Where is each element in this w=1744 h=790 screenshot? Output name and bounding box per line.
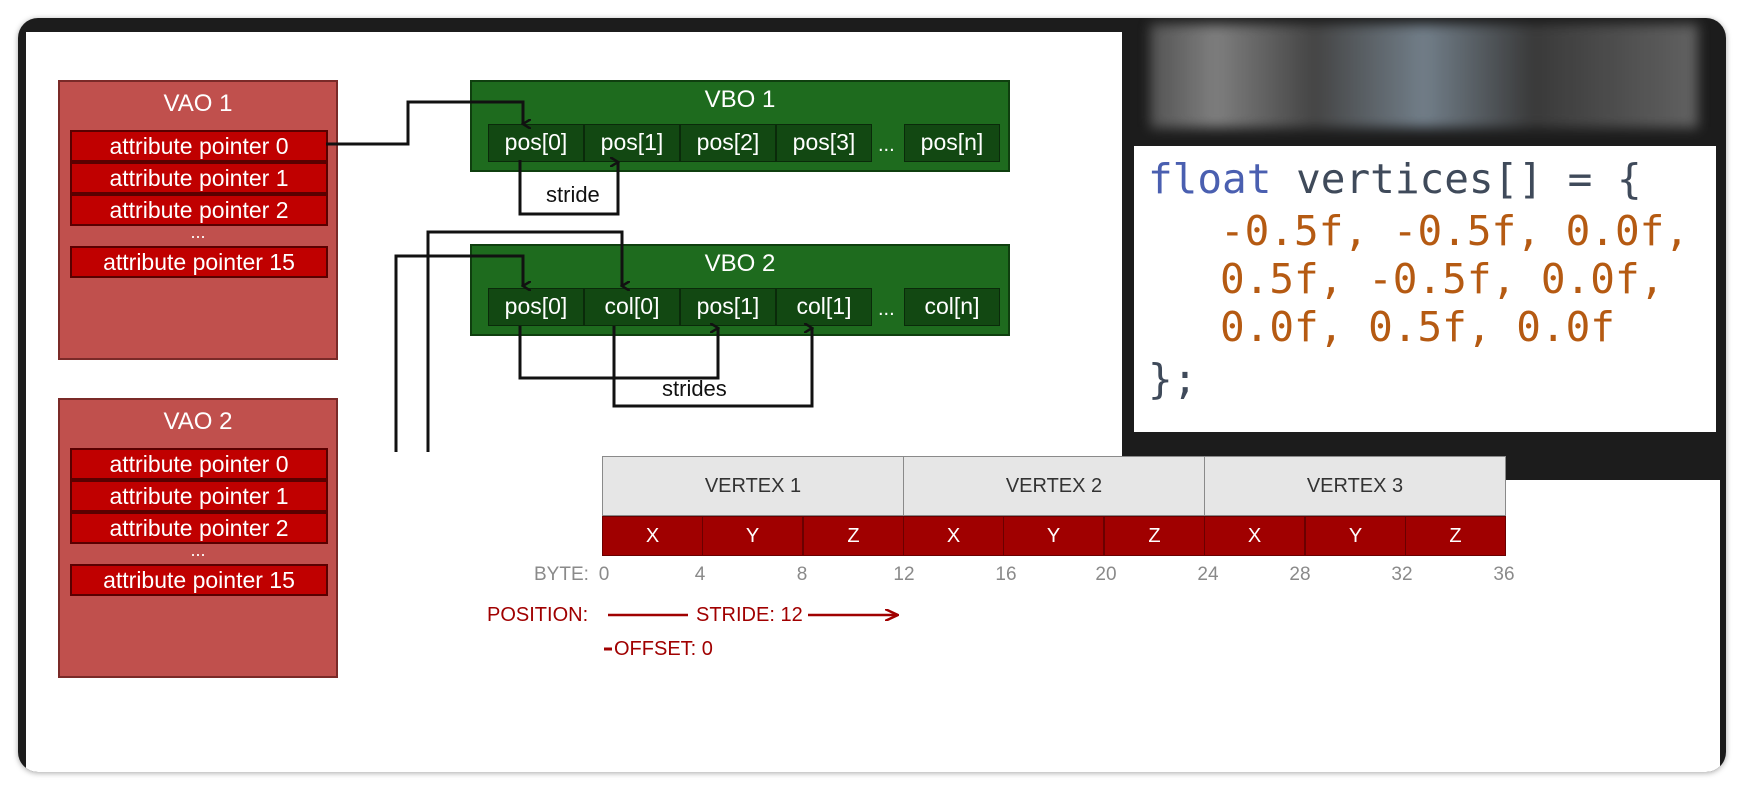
vbo-1-stride-label: stride (546, 182, 600, 207)
byte-tick: 8 (796, 564, 808, 585)
byte-tick: 24 (1197, 564, 1219, 585)
vbo1-stride-bracket (518, 160, 618, 216)
vertex-header: VERTEX 2 (903, 456, 1205, 516)
vbo-2-ellipsis: ... (878, 298, 895, 320)
vao-1-attr-0: attribute pointer 0 (70, 130, 328, 162)
vao2-attr0-to-vbo2-arrow (394, 254, 523, 452)
vao-2-title: VAO 2 (163, 408, 233, 435)
component-cell: X (602, 516, 703, 556)
vbo-1-box: VBO 1 pos[0] pos[1] pos[2] pos[3] ... po… (470, 80, 1010, 172)
code-snippet-panel: float vertices[] = { -0.5f, -0.5f, 0.0f,… (1134, 146, 1716, 432)
byte-tick: 20 (1095, 564, 1117, 585)
byte-tick: 28 (1289, 564, 1311, 585)
vbo2-stride-pos-bracket (518, 326, 718, 380)
byte-axis-label: BYTE: (534, 564, 589, 585)
code-line-3: 0.5f, -0.5f, 0.0f, (1220, 255, 1665, 303)
vbo-2-cell: col[n] (904, 288, 1000, 326)
component-cell: Z (1405, 516, 1506, 556)
position-label: POSITION: (487, 604, 589, 626)
component-cell: Z (1104, 516, 1205, 556)
vao-2-box: VAO 2 attribute pointer 0 attribute poin… (58, 398, 338, 678)
vao-2-attr-1: attribute pointer 1 (70, 480, 328, 512)
vao-2-attr-15: attribute pointer 15 (70, 564, 328, 596)
vbo-1-cell: pos[0] (488, 124, 584, 162)
byte-tick: 32 (1391, 564, 1413, 585)
vao-2-attr-2: attribute pointer 2 (70, 512, 328, 544)
vao-vbo-diagram: VAO 1 attribute pointer 0 attribute poin… (26, 32, 1122, 772)
offset-label: OFFSET: 0 (614, 638, 713, 660)
vertex-layout-diagram: VERTEX 1 VERTEX 2 VERTEX 3 X Y Z X Y Z X… (18, 18, 1726, 772)
vbo-2-cell: col[1] (776, 288, 872, 326)
vertex-header: VERTEX 1 (602, 456, 904, 516)
vbo-1-title: VBO 1 (704, 86, 776, 113)
vbo-1-cell: pos[3] (776, 124, 872, 162)
vbo-2-strides-label: strides (662, 376, 727, 401)
component-cell: Y (1003, 516, 1104, 556)
vbo-1-cell: pos[n] (904, 124, 1000, 162)
vao-2-ellipsis: ... (190, 540, 206, 560)
code-declaration: vertices[] = { (1271, 155, 1642, 203)
vao2-attr1-to-vbo2-arrow (426, 230, 622, 452)
byte-tick: 4 (694, 564, 706, 585)
vbo-2-cell: pos[0] (488, 288, 584, 326)
component-cell: Y (702, 516, 803, 556)
vbo-2-cell: pos[1] (680, 288, 776, 326)
vbo-1-cell: pos[1] (584, 124, 680, 162)
stride-arrow-graphic (604, 18, 1726, 651)
vao-1-box: VAO 1 attribute pointer 0 attribute poin… (58, 80, 338, 360)
byte-tick: 12 (893, 564, 915, 585)
vao-1-attr-15: attribute pointer 15 (70, 246, 328, 278)
vao-1-ellipsis: ... (190, 222, 206, 242)
vao-1-attr-1: attribute pointer 1 (70, 162, 328, 194)
code-line-5: }; (1148, 355, 1198, 403)
vertex-header: VERTEX 3 (1204, 456, 1506, 516)
vbo-2-box: VBO 2 pos[0] col[0] pos[1] col[1] ... co… (470, 244, 1010, 336)
vbo-1-ellipsis: ... (878, 134, 895, 156)
byte-tick: 36 (1493, 564, 1515, 585)
component-cell: Y (1305, 516, 1406, 556)
blurred-header-image (1150, 24, 1698, 128)
vbo-1-cell: pos[2] (680, 124, 776, 162)
connector-lines (326, 100, 1122, 452)
vbo-2-cell: col[0] (584, 288, 680, 326)
vao-2-attr-0: attribute pointer 0 (70, 448, 328, 480)
component-cell: X (1204, 516, 1305, 556)
code-keyword: float (1148, 155, 1272, 203)
vao-1-attr-2: attribute pointer 2 (70, 194, 328, 226)
code-line-1: float vertices[] = { (1148, 152, 1642, 206)
component-cell: Z (803, 516, 904, 556)
code-line-4: 0.0f, 0.5f, 0.0f (1220, 303, 1615, 351)
byte-tick: 0 (598, 564, 610, 585)
vbo2-stride-col-bracket (612, 326, 812, 408)
vao1-to-vbo1-arrow (326, 100, 523, 146)
stride-label: STRIDE: 12 (696, 604, 803, 626)
vbo-2-title: VBO 2 (704, 250, 776, 277)
screenshot-frame: VAO 1 attribute pointer 0 attribute poin… (18, 18, 1726, 772)
vao-1-title: VAO 1 (163, 90, 233, 117)
byte-tick: 16 (995, 564, 1017, 585)
code-line-2: -0.5f, -0.5f, 0.0f, (1220, 207, 1689, 255)
